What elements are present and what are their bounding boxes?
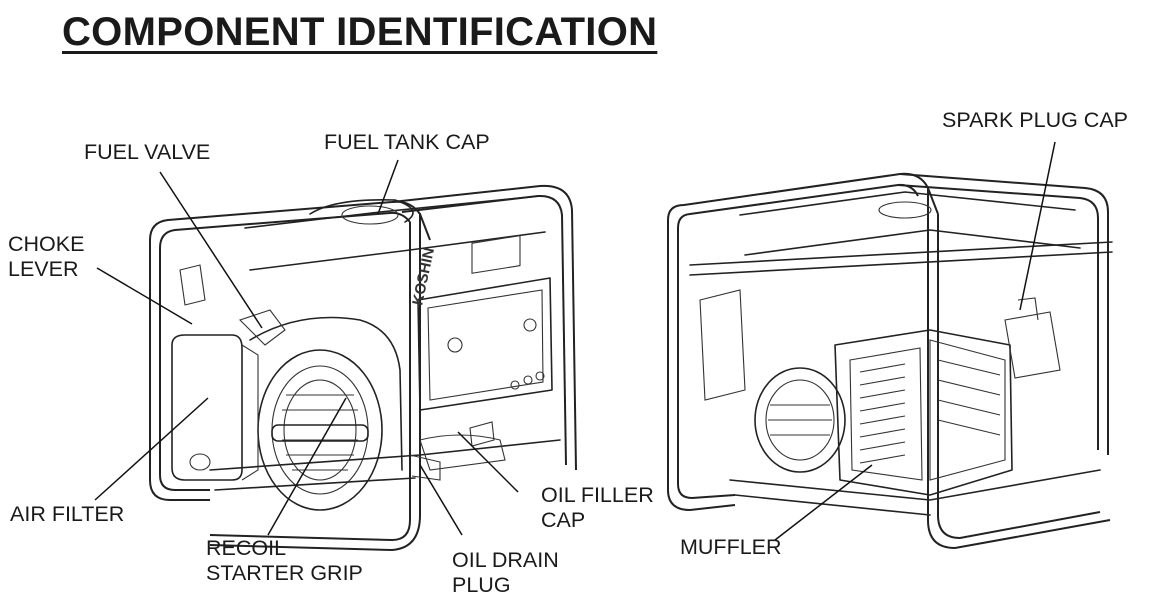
leader-muffler — [774, 464, 873, 541]
label-recoil-starter-grip: RECOIL STARTER GRIP — [206, 536, 363, 585]
label-fuel-tank-cap: FUEL TANK CAP — [324, 130, 490, 154]
generator-front-illustration — [149, 184, 577, 552]
leader-recoil-starter-grip — [267, 397, 347, 536]
leader-air-filter — [94, 397, 209, 501]
page-title: COMPONENT IDENTIFICATION — [62, 10, 658, 54]
label-fuel-valve: FUEL VALVE — [84, 140, 211, 164]
label-air-filter: AIR FILTER — [10, 502, 125, 526]
leader-spark-plug-cap — [1019, 141, 1056, 311]
leader-oil-filler-cap — [457, 431, 519, 493]
leader-fuel-tank-cap — [377, 159, 399, 215]
label-oil-filler-cap: OIL FILLER CAP — [541, 483, 654, 532]
label-oil-drain-plug: OIL DRAIN PLUG — [452, 548, 559, 597]
leader-choke-lever — [96, 267, 193, 325]
label-choke-lever: CHOKE LEVER — [8, 232, 85, 281]
leader-fuel-valve — [159, 171, 263, 329]
label-spark-plug-cap: SPARK PLUG CAP — [942, 108, 1128, 132]
label-muffler: MUFFLER — [680, 535, 782, 559]
generator-rear-illustration — [667, 172, 1113, 550]
leader-oil-drain-plug — [419, 464, 463, 536]
